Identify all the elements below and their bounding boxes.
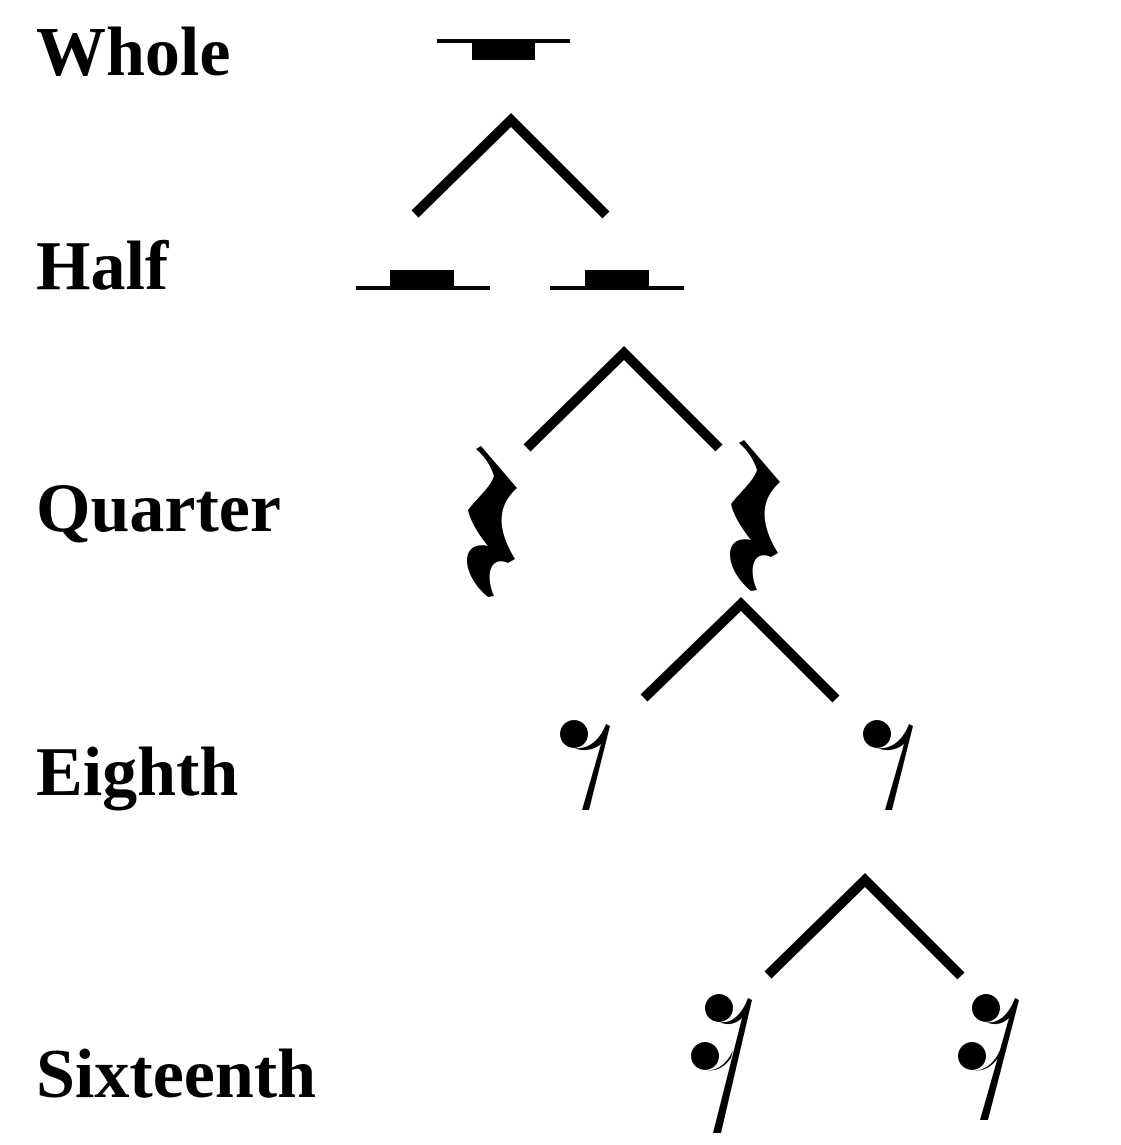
- level-label-whole: Whole: [36, 14, 230, 91]
- level-label-eighth: Eighth: [36, 734, 238, 811]
- half-rest: [356, 270, 490, 290]
- level-label-sixteenth: Sixteenth: [36, 1036, 316, 1113]
- half-rest: [550, 270, 684, 290]
- eighth-rest: [560, 720, 610, 810]
- quarter-rest: [730, 440, 780, 591]
- split-chevron-whole: [411, 112, 610, 219]
- whole-rest: [437, 39, 570, 60]
- split-chevron-eighth: [764, 872, 965, 980]
- level-label-half: Half: [36, 228, 169, 305]
- level-label-quarter: Quarter: [36, 470, 281, 547]
- split-chevron-quarter: [640, 596, 840, 703]
- sixteenth-rest: [691, 994, 752, 1133]
- sixteenth-rest: [958, 994, 1019, 1120]
- quarter-rest: [467, 446, 517, 597]
- eighth-rest: [863, 720, 913, 810]
- split-chevron-half: [523, 345, 723, 452]
